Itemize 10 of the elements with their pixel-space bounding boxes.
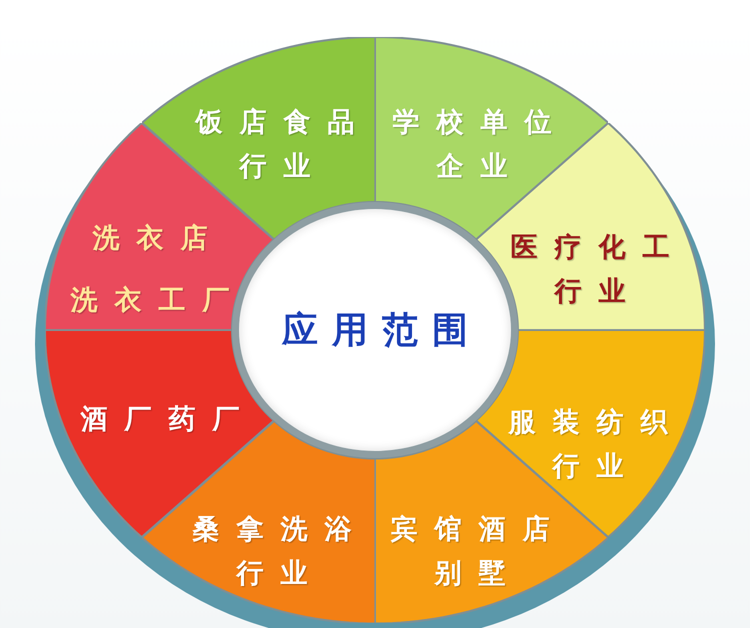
segment-label: 医疗化工行业 [509,230,688,309]
segment-label: 洗衣工厂 [69,284,248,318]
segment-label: 洗衣店 [91,222,226,256]
center-title: 应用范围 [282,308,482,352]
segment-label: 宾馆酒店别墅 [390,512,568,591]
segment-label: 桑拿洗浴行业 [191,512,370,591]
segment-label: 学校单位企业 [392,106,570,184]
segment-label: 饭店食品行业 [194,106,372,184]
segment-label: 服装纺织行业 [507,406,686,484]
segment-label: 酒厂药厂 [79,403,258,437]
